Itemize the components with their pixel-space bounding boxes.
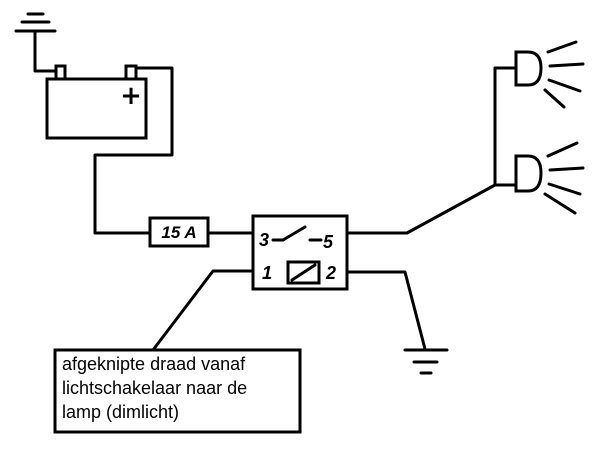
battery-body: [45, 77, 148, 140]
relay-pin-5: 5: [323, 232, 334, 252]
fuse-box: [148, 216, 210, 248]
battery-negative-terminal: [54, 64, 67, 81]
wire-battery-to-fuse: [93, 66, 174, 235]
light-rays-bottom: [543, 141, 585, 215]
battery-plus-sign: +: [120, 81, 142, 111]
note-line-1: afgeknipte draad vanaf: [62, 354, 246, 374]
note-box: afgeknipte draad vanaf lichtschakelaar n…: [53, 348, 302, 434]
battery-positive-terminal: [124, 64, 138, 81]
fuse: 15 A: [148, 216, 210, 248]
note-line-2: lichtschakelaar naar de: [62, 378, 247, 398]
relay-pin-2: 2: [325, 263, 336, 283]
battery: +: [45, 64, 148, 140]
note-line-3: lamp (dimlicht): [62, 402, 179, 422]
light-rays-top: [543, 40, 585, 109]
fuse-label: 15 A: [161, 223, 196, 242]
wire-relay-pin1-cut: [151, 269, 255, 352]
relay: 3 5 1 2: [251, 214, 349, 291]
wire-relay-to-lamps: [345, 183, 497, 235]
ground-symbol-bottom: [403, 348, 449, 375]
wire-ground-to-battery-negative: [33, 29, 59, 73]
lamp-top: [514, 40, 585, 109]
relay-pin-1: 1: [262, 263, 272, 283]
wire-relay-to-ground: [345, 270, 427, 351]
relay-switch: [271, 225, 323, 242]
relay-coil: [286, 260, 321, 285]
ground-symbol-top: [14, 12, 57, 33]
lamp-bottom: [514, 141, 585, 215]
relay-pin-3: 3: [259, 230, 269, 250]
